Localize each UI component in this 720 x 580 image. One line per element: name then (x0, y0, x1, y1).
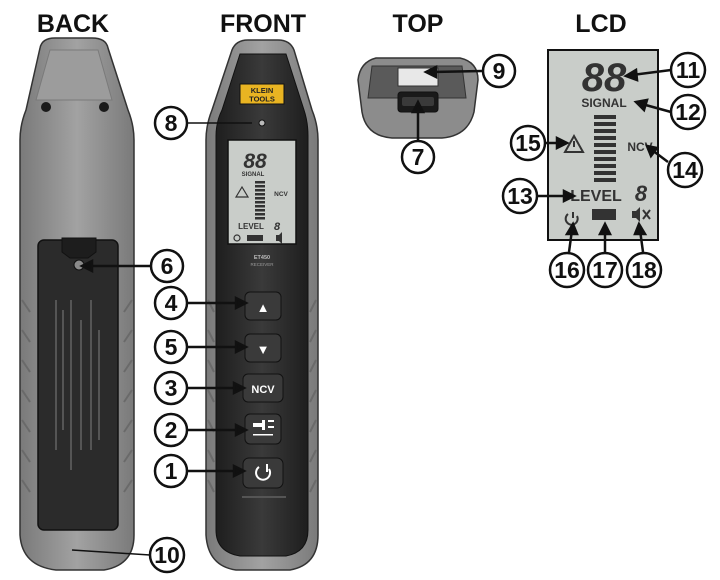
svg-text:15: 15 (515, 130, 541, 156)
svg-text:2: 2 (165, 417, 178, 443)
svg-text:12: 12 (675, 99, 701, 125)
svg-text:13: 13 (507, 183, 533, 209)
lcd-warning-icon (563, 133, 585, 153)
callout-3: 3 (153, 370, 189, 406)
battery-door-label (55, 300, 100, 470)
lcd-warning-mark (573, 141, 575, 147)
model-label: ET450 (254, 255, 270, 261)
back-top-facet (35, 49, 113, 101)
callout-12: 12 (669, 93, 707, 131)
svg-text:7: 7 (412, 144, 425, 170)
callout-13: 13 (501, 177, 539, 215)
svg-text:9: 9 (493, 58, 506, 84)
front-lcd-digits: 88 (243, 150, 267, 173)
up-button[interactable] (244, 291, 282, 321)
callout-9: 9 (481, 53, 517, 89)
lcd-ncv-label: NCV (627, 140, 652, 154)
heading-lcd: LCD (575, 10, 626, 38)
callout-5: 5 (153, 329, 189, 365)
ncv-button-label: NCV (251, 384, 275, 396)
back-grip-ridges (21, 299, 133, 493)
lcd-level-digit: 8 (635, 181, 648, 206)
callout-11: 11 (669, 51, 707, 89)
front-lcd-level-digit: 8 (274, 221, 281, 233)
lcd-level-label: LEVEL (570, 188, 622, 205)
down-button-label: ▼ (257, 342, 270, 357)
callouts: 1 2 3 4 5 6 7 8 9 10 11 12 13 14 15 16 1… (148, 51, 707, 574)
power-button[interactable] (242, 457, 284, 489)
lcd-signal-label: SIGNAL (581, 96, 626, 110)
heading-front: FRONT (220, 10, 306, 38)
front-lcd-auto-off-icon (233, 234, 241, 242)
up-button-label: ▲ (257, 300, 270, 315)
lcd-auto-off-icon (564, 212, 579, 226)
mode-icon (253, 420, 274, 436)
front-lcd-ncv: NCV (274, 191, 288, 198)
top-view (357, 57, 479, 139)
svg-text:1: 1 (165, 458, 178, 484)
lcd-detail: 88 SIGNAL NCV LEVEL 8 (547, 49, 659, 241)
svg-text:10: 10 (154, 542, 180, 568)
svg-text:6: 6 (161, 253, 174, 279)
svg-text:5: 5 (165, 334, 178, 360)
svg-text:8: 8 (165, 110, 178, 136)
front-lcd-warning-icon (234, 185, 250, 198)
callout-4: 4 (153, 285, 189, 321)
flashlight-led (258, 119, 266, 127)
back-screw-hole-right (99, 102, 109, 112)
front-lcd-mute-icon (276, 232, 282, 244)
front-bottom-line (242, 496, 286, 498)
lcd-mute-x (642, 209, 651, 220)
callout-7: 7 (400, 139, 436, 175)
svg-text:18: 18 (631, 257, 657, 283)
svg-text:16: 16 (554, 257, 580, 283)
lcd-battery-icon (592, 209, 616, 220)
front-view: KLEIN TOOLS 88 SIGNAL NCV LEVEL 8 ET450 … (205, 39, 319, 571)
svg-text:4: 4 (165, 290, 178, 316)
callout-2: 2 (153, 412, 189, 448)
battery-door (37, 239, 119, 531)
front-lcd-bargraph (255, 181, 265, 220)
heading-back: BACK (37, 10, 109, 38)
back-view (19, 37, 135, 571)
front-lcd-battery-icon (247, 235, 263, 241)
brand-badge (239, 83, 285, 105)
svg-text:14: 14 (672, 157, 698, 183)
callout-17: 17 (586, 251, 624, 289)
lcd-bargraph (594, 115, 616, 182)
callout-10: 10 (148, 536, 186, 574)
callout-14: 14 (666, 151, 704, 189)
lcd-mute-icon (632, 207, 640, 222)
power-icon (255, 464, 272, 481)
svg-text:11: 11 (676, 57, 701, 83)
callout-18: 18 (625, 251, 663, 289)
svg-text:3: 3 (165, 375, 178, 401)
svg-text:17: 17 (592, 257, 618, 283)
callout-6: 6 (149, 248, 185, 284)
heading-top: TOP (393, 10, 444, 38)
callout-leaders (71, 64, 672, 556)
battery-door-latch (61, 237, 97, 259)
model-subline: RECEIVER (250, 262, 274, 267)
front-lcd-signal: SIGNAL (242, 172, 265, 178)
back-screw-hole-left (41, 102, 51, 112)
brand-line1: KLEIN (251, 86, 274, 95)
brand-line2: TOOLS (249, 95, 275, 104)
front-lcd-level: LEVEL (238, 222, 264, 231)
front-grip-ridges (207, 299, 317, 493)
callout-15: 15 (509, 124, 547, 162)
callout-1: 1 (153, 453, 189, 489)
lcd-digits: 88 (582, 56, 627, 100)
callout-16: 16 (548, 251, 586, 289)
callout-8: 8 (153, 105, 189, 141)
